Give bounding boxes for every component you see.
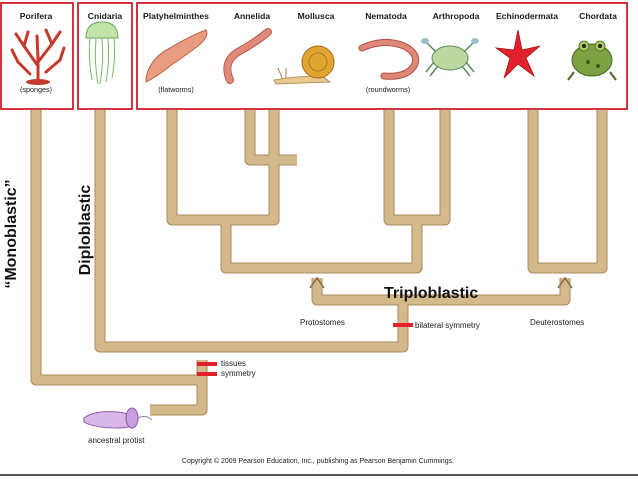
roundworm-illustration xyxy=(358,39,420,80)
monoblastic-label: “Monoblastic” xyxy=(3,179,20,289)
ancestral-protist-label: ancestral protist xyxy=(88,436,145,445)
snail-illustration xyxy=(273,45,335,85)
taxon-label-chordata: Chordata xyxy=(579,11,617,21)
common-name-sponges: (sponges) xyxy=(20,85,52,94)
common-name-flatworms: (flatworms) xyxy=(158,85,194,94)
taxon-label-platyhelminthes: Platyhelminthes xyxy=(143,11,209,21)
jellyfish-illustration xyxy=(85,21,119,85)
symmetry-label: symmetry xyxy=(221,369,256,378)
diploblastic-label: Diploblastic xyxy=(77,184,94,276)
copyright-notice: Copyright © 2009 Pearson Education, Inc.… xyxy=(181,458,455,465)
taxon-label-arthropoda: Arthropoda xyxy=(432,11,480,21)
porifera-box xyxy=(0,2,74,110)
sponge-base xyxy=(26,79,50,85)
tissues-label: tissues xyxy=(221,359,246,368)
protostomes-label: Protostomes xyxy=(300,318,345,327)
taxon-label-porifera: Porifera xyxy=(19,11,53,21)
tree-branches xyxy=(30,110,608,416)
taxon-label-cnidaria: Cnidaria xyxy=(87,11,123,21)
bilateral-symmetry-label: bilateral symmetry xyxy=(415,321,480,330)
bilateral-symmetry-marker xyxy=(393,323,413,327)
cnidaria-box xyxy=(77,2,133,110)
triploblastic-label: Triploblastic xyxy=(384,285,479,302)
protist-illustration xyxy=(83,407,153,429)
taxon-label-mollusca: Mollusca xyxy=(297,11,335,21)
deuterostomes-label: Deuterostomes xyxy=(530,318,585,327)
bilateria-box xyxy=(136,2,628,110)
tissues-marker xyxy=(197,362,217,366)
symmetry-marker xyxy=(197,372,217,376)
flatworm-illustration xyxy=(145,29,208,83)
frog-illustration xyxy=(567,40,617,81)
taxon-label-nematoda: Nematoda xyxy=(365,11,407,21)
sea-star-illustration xyxy=(494,29,541,79)
sponge-illustration xyxy=(10,28,66,82)
deuterostome-arrow xyxy=(557,276,573,289)
crab-illustration xyxy=(421,38,479,77)
earthworm-illustration xyxy=(223,28,272,84)
common-name-roundworms: (roundworms) xyxy=(365,85,411,94)
taxon-label-echinodermata: Echinodermata xyxy=(495,11,559,21)
protostome-arrow xyxy=(309,276,325,289)
taxon-label-annelida: Annelida xyxy=(233,11,271,21)
